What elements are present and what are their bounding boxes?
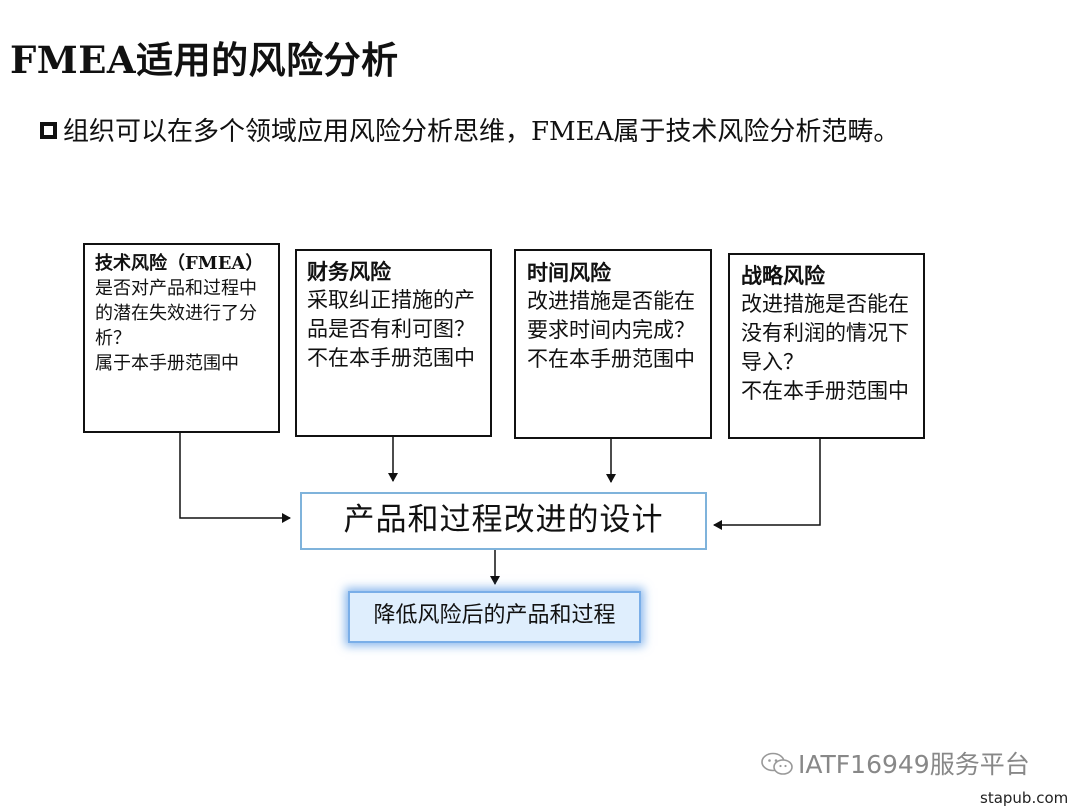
arrow-technical-risk xyxy=(179,433,291,523)
watermark: IATF16949服务平台 xyxy=(760,745,1030,781)
strategic-risk-box: 战略风险 改进措施是否能在没有利润的情况下导入？不在本手册范围中 xyxy=(728,253,925,439)
improvement-design-box: 产品和过程改进的设计 xyxy=(300,492,707,550)
technical-risk-box: 技术风险（FMEA） 是否对产品和过程中的潜在失效进行了分析？属于本手册范围中 xyxy=(83,243,280,433)
risk-box-body: 改进措施是否能在没有利润的情况下导入？不在本手册范围中 xyxy=(741,292,909,403)
slide-title: FMEA适用的风险分析 xyxy=(10,38,399,82)
risk-box-heading: 技术风险（FMEA） xyxy=(95,253,264,274)
arrow-strategic-risk xyxy=(713,439,821,530)
risk-box-heading: 财务风险 xyxy=(307,259,391,284)
risk-box-body: 改进措施是否能在要求时间内完成？不在本手册范围中 xyxy=(527,289,695,371)
square-bullet-icon xyxy=(40,122,57,139)
financial-risk-box: 财务风险 采取纠正措施的产品是否有利可图？不在本手册范围中 xyxy=(295,249,492,437)
watermark-text: IATF16949服务平台 xyxy=(798,750,1030,779)
bullet-point: 组织可以在多个领域应用风险分析思维，FMEA属于技术风险分析范畴。 xyxy=(40,113,920,151)
reduced-risk-result-box: 降低风险后的产品和过程 xyxy=(348,591,641,643)
risk-box-body: 采取纠正措施的产品是否有利可图？不在本手册范围中 xyxy=(307,288,475,370)
bullet-text: 组织可以在多个领域应用风险分析思维，FMEA属于技术风险分析范畴。 xyxy=(63,117,900,147)
risk-box-heading: 战略风险 xyxy=(741,263,825,288)
risk-box-heading: 时间风险 xyxy=(527,260,611,285)
time-risk-box: 时间风险 改进措施是否能在要求时间内完成？不在本手册范围中 xyxy=(514,249,712,439)
wechat-icon xyxy=(761,752,793,775)
risk-box-body: 是否对产品和过程中的潜在失效进行了分析？属于本手册范围中 xyxy=(95,278,257,374)
site-url: stapub.com xyxy=(980,789,1069,807)
